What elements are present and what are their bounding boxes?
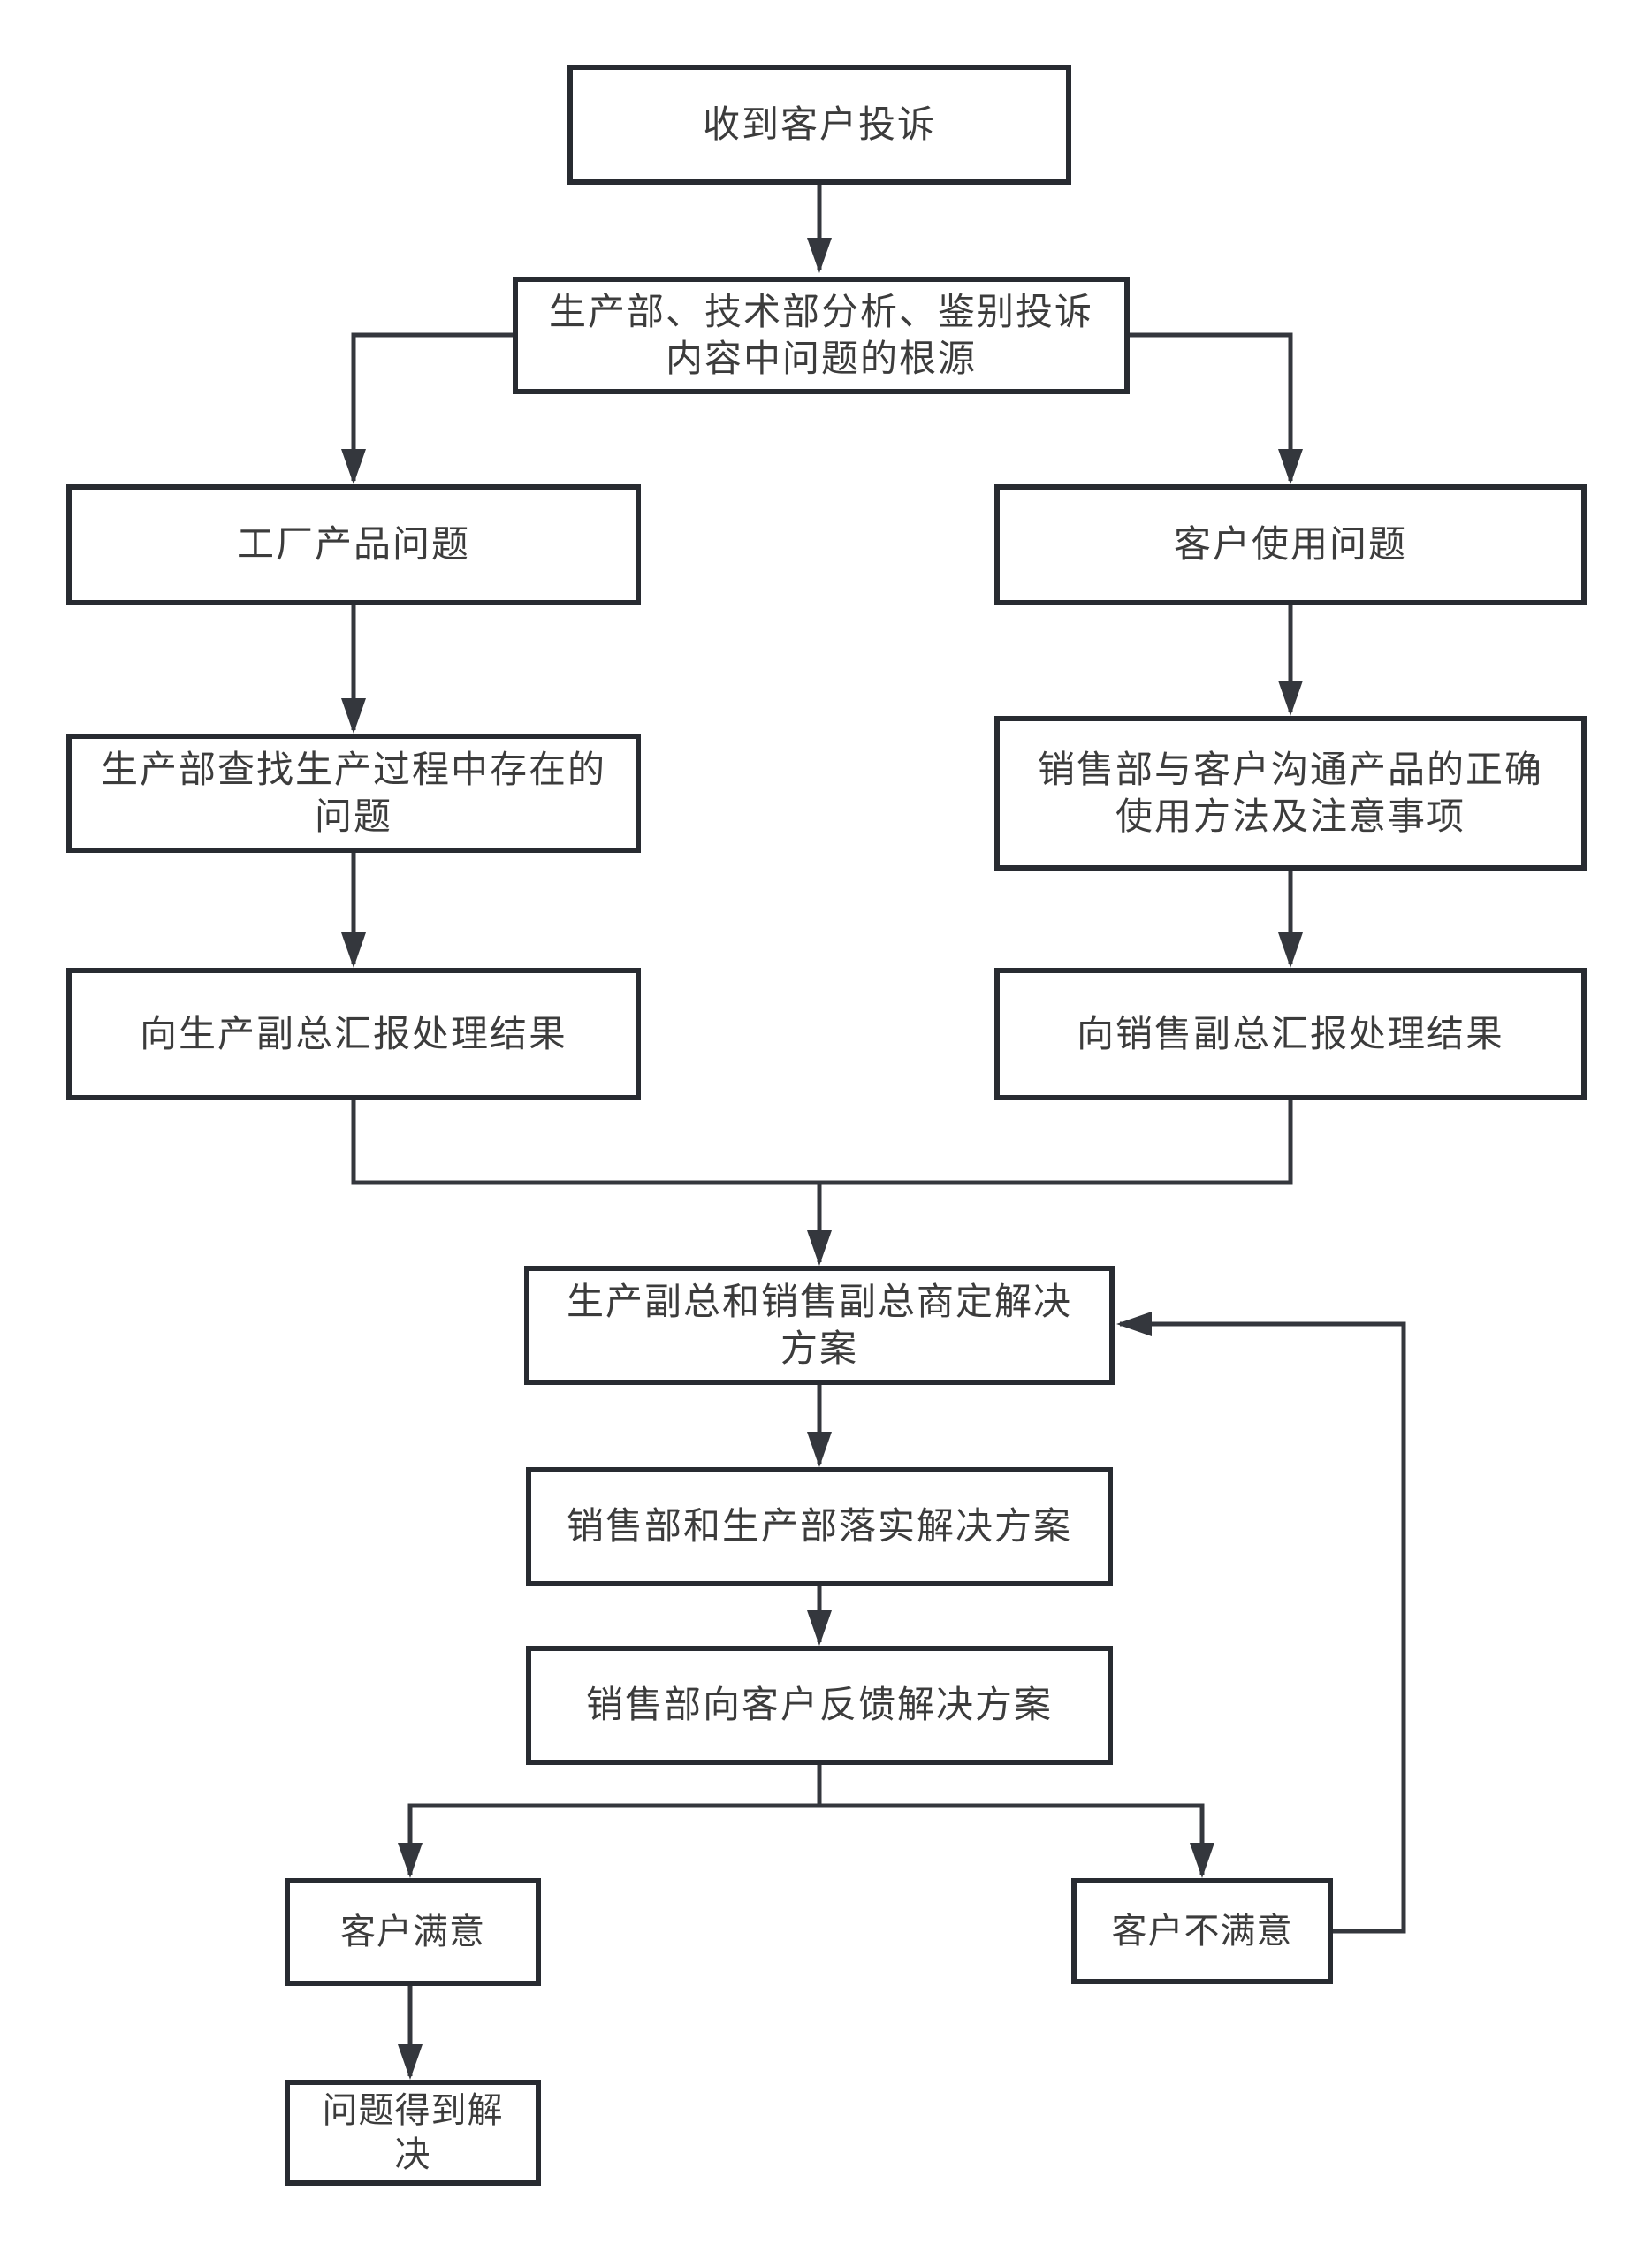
- edge-analyze-factory: [341, 332, 513, 484]
- edge-report-sales-merge: [817, 1100, 1293, 1185]
- node-analyze-root-cause: 生产部、技术部分析、鉴别投诉 内容中问题的根源: [513, 277, 1130, 394]
- node-customer-satisfied: 客户满意: [285, 1878, 541, 1986]
- node-communicate-usage: 销售部与客户沟通产品的正确 使用方法及注意事项: [994, 716, 1587, 871]
- node-report-production-vp: 向生产副总汇报处理结果: [66, 968, 641, 1100]
- node-feedback-solution: 销售部向客户反馈解决方案: [526, 1646, 1113, 1765]
- node-receive-complaint: 收到客户投诉: [567, 65, 1071, 185]
- node-implement-solution: 销售部和生产部落实解决方案: [526, 1467, 1113, 1586]
- node-customer-unsatisfied: 客户不满意: [1071, 1878, 1333, 1984]
- node-customer-usage-issue: 客户使用问题: [994, 484, 1587, 605]
- node-agree-solution: 生产副总和销售副总商定解决 方案: [524, 1266, 1115, 1385]
- edge-analyze-usage: [1130, 332, 1303, 484]
- node-problem-resolved: 问题得到解 决: [285, 2080, 541, 2186]
- edge-unsatisfied-agree-loop: [1116, 1312, 1406, 1934]
- edge-report-production-merge: [351, 1100, 822, 1185]
- node-find-production-problems: 生产部查找生产过程中存在的 问题: [66, 734, 641, 853]
- edge-feedback-satisfied: [398, 1765, 822, 1878]
- edge-feedback-unsatisfied: [819, 1803, 1214, 1878]
- node-factory-product-issue: 工厂产品问题: [66, 484, 641, 605]
- node-report-sales-vp: 向销售副总汇报处理结果: [994, 968, 1587, 1100]
